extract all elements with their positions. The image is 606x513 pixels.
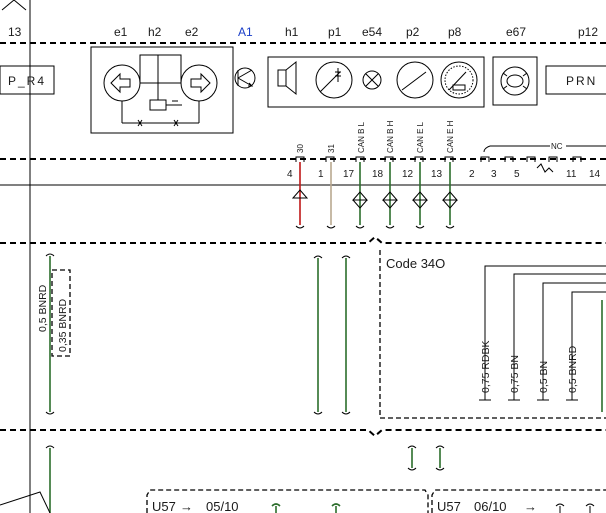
label-p2: p2 [406, 25, 420, 39]
speedometer-icon [440, 61, 478, 99]
instrument-cluster-box [267, 56, 485, 108]
relay-icon [149, 99, 167, 111]
bottom-diagonal [0, 491, 51, 513]
lamp-icon [362, 70, 382, 90]
section-divider-2 [0, 429, 606, 438]
right-turn-indicator [180, 64, 218, 102]
ref-arrow: → [524, 499, 537, 513]
ref-arrow: → [180, 499, 193, 513]
signal-label-31: 31 [327, 144, 336, 153]
ref-u57-text: U57 [437, 499, 461, 513]
turn-signal-module [90, 46, 234, 134]
arrow-left-icon [110, 72, 131, 94]
pin-12: 12 [402, 169, 414, 180]
label-e1: e1 [114, 25, 128, 39]
nc-label: NC [551, 142, 563, 151]
connector-wires [291, 162, 459, 229]
pin-1: 1 [318, 169, 324, 180]
transistor-icon [234, 67, 256, 89]
code-option-box [379, 250, 606, 419]
pin-numbers: 4 1 17 18 12 13 2 3 5 11 14 [287, 169, 601, 180]
ref-u57-text: U57 [152, 499, 176, 513]
wire-label-075-rdbk: 0,75 RDBK [480, 340, 492, 393]
label-h2: h2 [148, 25, 162, 39]
pin-squiggle [536, 163, 554, 173]
label-13: 13 [8, 25, 22, 39]
component-labels: 13 e1 h2 e2 A1 h1 p1 e54 p2 p8 e67 p12 [8, 25, 598, 39]
pin-4: 4 [287, 169, 293, 180]
wire-label-05-bn: 0,5 BN [538, 361, 550, 393]
pin-17: 17 [343, 169, 355, 180]
ref-target[interactable]: 06/10 [474, 499, 507, 513]
pin-13: 13 [431, 169, 443, 180]
pin-14: 14 [589, 169, 601, 180]
left-component-box [0, 65, 55, 95]
label-p12: p12 [578, 25, 598, 39]
signal-label-can-e-l: CAN E L [416, 121, 425, 153]
corner-chevron [1, 0, 27, 11]
pin-3: 3 [491, 169, 497, 180]
connector-pins [295, 156, 582, 162]
signal-label-can-b-l: CAN B L [357, 121, 366, 153]
pin-2: 2 [469, 169, 475, 180]
left-turn-indicator [103, 64, 141, 102]
right-component-text: PRN [566, 74, 597, 88]
label-p8: p8 [448, 25, 462, 39]
label-e2: e2 [185, 25, 199, 39]
section-divider-1 [0, 235, 606, 244]
nc-bracket [483, 145, 606, 153]
ref-u57-0610[interactable]: U57 06/10 → [437, 499, 537, 513]
wire-label-box [51, 269, 71, 357]
gauge-icon [396, 61, 434, 99]
option-wire-labels: 0,75 RDBK 0,75 BN 0,5 BN 0,5 BNRD [480, 340, 579, 393]
pin-5: 5 [514, 169, 520, 180]
ref-u57-0510[interactable]: U57 → 05/10 [152, 499, 239, 513]
pin-18: 18 [372, 169, 384, 180]
label-e54: e54 [362, 25, 382, 39]
signal-label-can-b-h: CAN B H [386, 120, 395, 153]
label-a1[interactable]: A1 [238, 25, 253, 39]
left-component-text: P_R4 [8, 74, 46, 88]
ref-target[interactable]: 05/10 [206, 499, 239, 513]
label-h1: h1 [285, 25, 299, 39]
wire-label-035-bnrd: 0,35 BNRD [57, 298, 69, 352]
right-component-box [545, 65, 606, 95]
light-icon [492, 56, 538, 106]
label-e67: e67 [506, 25, 526, 39]
connector-signal-labels: 30 31 CAN B L CAN B H CAN E L CAN E H [296, 120, 455, 153]
temperature-gauge-icon [315, 61, 353, 99]
connector-u57-left [146, 489, 429, 513]
label-p1: p1 [328, 25, 342, 39]
wire-label-05-bnrd: 0,5 BNRD [567, 345, 579, 393]
code-label: Code 34O [386, 256, 445, 271]
signal-label-can-e-h: CAN E H [446, 120, 455, 153]
option-wires [479, 265, 606, 412]
pin-11: 11 [566, 169, 577, 180]
arrow-right-icon [190, 72, 211, 94]
buzzer-icon [277, 60, 297, 96]
wire-label-05-bnrd: 0,5 BNRD [37, 284, 49, 332]
wire-label-075-bn: 0,75 BN [509, 355, 521, 393]
connector-u57-right [431, 489, 606, 513]
signal-label-30: 30 [296, 144, 305, 153]
